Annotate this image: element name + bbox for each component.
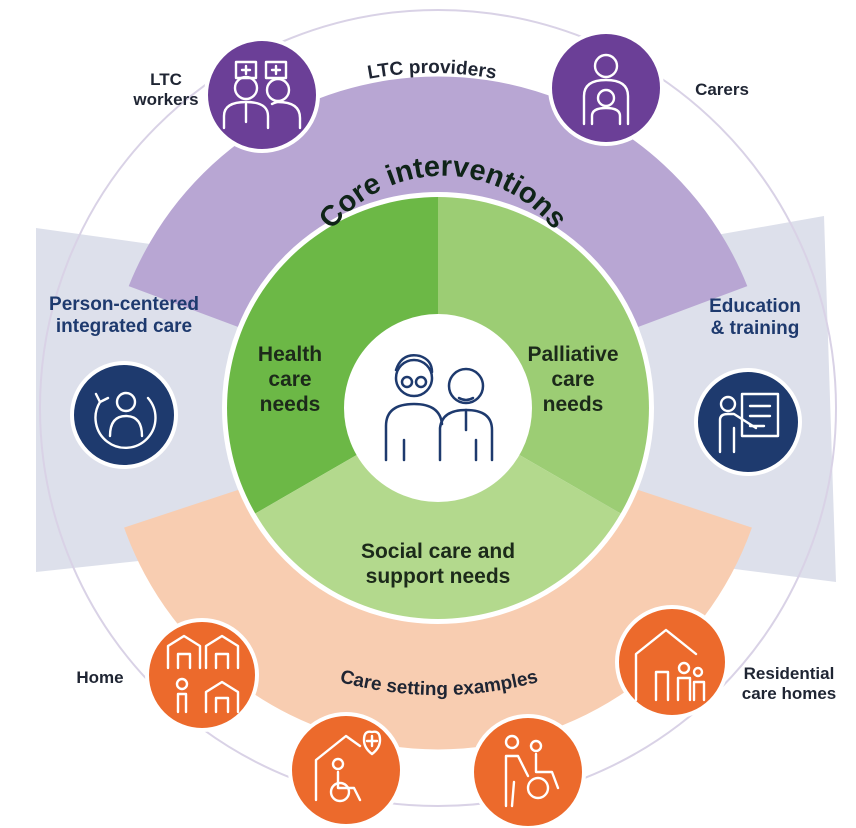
core-circle [227, 197, 649, 619]
person-cycle-icon [70, 361, 178, 469]
carer-icon [548, 30, 664, 146]
inner-ring-border [222, 192, 654, 624]
palliative-care-needs-label: Palliative care needs [527, 343, 619, 416]
residential-care-homes-label: Residential care homes [741, 664, 837, 704]
wheelchair-assist-icon [470, 714, 586, 828]
ltc-workers-label: LTC workers [133, 70, 199, 110]
older-couple-icon [384, 354, 494, 462]
education-training-label: Education & training [709, 296, 801, 340]
health-care-needs-label: Health care needs [257, 343, 323, 416]
outer-ring-border [39, 9, 837, 807]
home-label: Home [76, 668, 124, 687]
residential-home-icon [615, 605, 729, 719]
core-social-sector [255, 408, 621, 619]
home-care-icon [288, 712, 404, 828]
social-care-needs-label: Social care and support needs [360, 540, 516, 588]
teacher-board-icon [694, 368, 802, 476]
nurses-icon [204, 37, 320, 153]
carers-label: Carers [695, 80, 749, 99]
person-centered-care-label: Person-centered integrated care [49, 294, 199, 338]
houses-icon [145, 618, 259, 732]
